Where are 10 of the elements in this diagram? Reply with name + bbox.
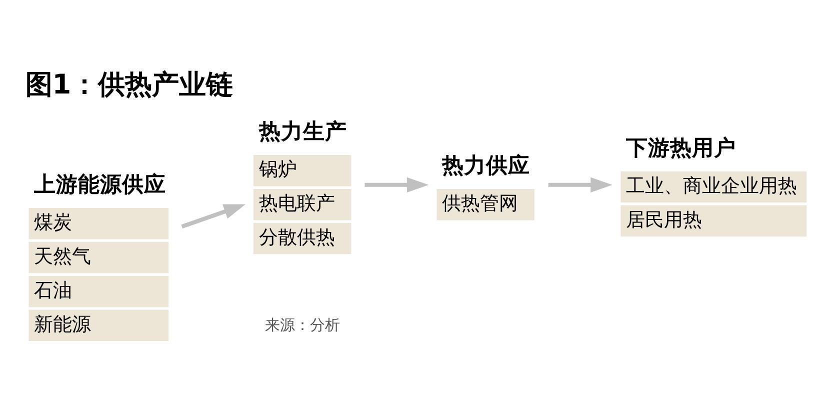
node-box: 供热管网	[436, 188, 534, 220]
node-label: 热力供应	[442, 152, 530, 178]
node-label: 热力生产	[258, 118, 346, 144]
node-label: 上游能源供应	[34, 172, 166, 197]
diagram-title: 图1：供热产业链	[24, 68, 233, 100]
arrow	[364, 176, 428, 192]
arrow	[548, 176, 612, 192]
arrow	[180, 204, 246, 228]
node-label: 下游热用户	[626, 135, 736, 160]
label: 来源：分析	[264, 315, 340, 334]
